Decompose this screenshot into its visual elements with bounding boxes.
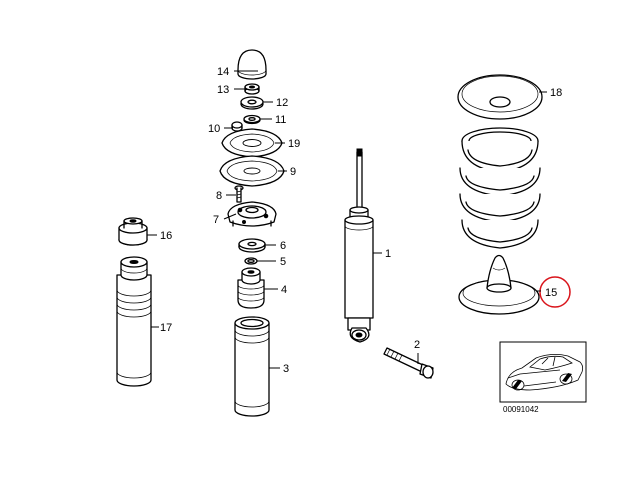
callout-4: 4 xyxy=(281,284,287,296)
part-5-ring[interactable] xyxy=(244,257,258,265)
part-14-cap[interactable] xyxy=(237,49,267,80)
callout-5: 5 xyxy=(280,256,286,268)
part-13-nut[interactable] xyxy=(244,83,260,95)
thumbnail-caption: 00091042 xyxy=(503,405,539,414)
part-7-support-bearing[interactable] xyxy=(227,201,277,227)
part-10-nut[interactable] xyxy=(231,121,243,132)
callout-14: 14 xyxy=(217,66,229,78)
part-12-washer[interactable] xyxy=(240,96,264,110)
callout-10: 10 xyxy=(208,123,220,135)
part-4-bump-stop[interactable] xyxy=(237,267,265,309)
callout-18: 18 xyxy=(550,87,562,99)
part-6-washer[interactable] xyxy=(238,238,266,253)
callout-19: 19 xyxy=(288,138,300,150)
coil-spring xyxy=(459,127,541,249)
callout-12: 12 xyxy=(276,97,288,109)
part-17-protective-tube[interactable] xyxy=(116,256,152,387)
callout-16: 16 xyxy=(160,230,172,242)
part-18-upper-spring-seat[interactable] xyxy=(457,74,543,120)
callout-1: 1 xyxy=(385,248,391,260)
part-1-shock-absorber[interactable] xyxy=(344,148,374,343)
callout-7: 7 xyxy=(213,214,219,226)
callout-3: 3 xyxy=(283,363,289,375)
callout-labels: 14 13 12 11 10 19 9 8 7 6 5 4 3 1 2 16 1… xyxy=(160,66,562,375)
callout-13: 13 xyxy=(217,84,229,96)
callout-15-highlight-ring xyxy=(539,276,571,308)
part-19-gasket[interactable] xyxy=(221,128,283,158)
part-3-protective-tube[interactable] xyxy=(234,316,270,417)
part-9-plate[interactable] xyxy=(219,155,285,187)
callout-11: 11 xyxy=(275,114,286,126)
callout-17: 17 xyxy=(160,322,172,334)
part-11-washer[interactable] xyxy=(243,114,261,125)
callout-6: 6 xyxy=(280,240,286,252)
part-15-lower-spring-pad[interactable] xyxy=(458,254,540,315)
callout-2: 2 xyxy=(414,339,420,351)
callout-15: 15 xyxy=(545,287,557,299)
callout-9: 9 xyxy=(290,166,296,178)
leader-lines xyxy=(147,70,547,369)
part-8-screw[interactable] xyxy=(234,185,244,203)
part-16-bump-stop-cap[interactable] xyxy=(118,217,148,246)
vehicle-thumbnail[interactable]: 00091042 xyxy=(499,341,587,414)
part-2-bolt[interactable] xyxy=(383,347,434,379)
callout-8: 8 xyxy=(216,190,222,202)
